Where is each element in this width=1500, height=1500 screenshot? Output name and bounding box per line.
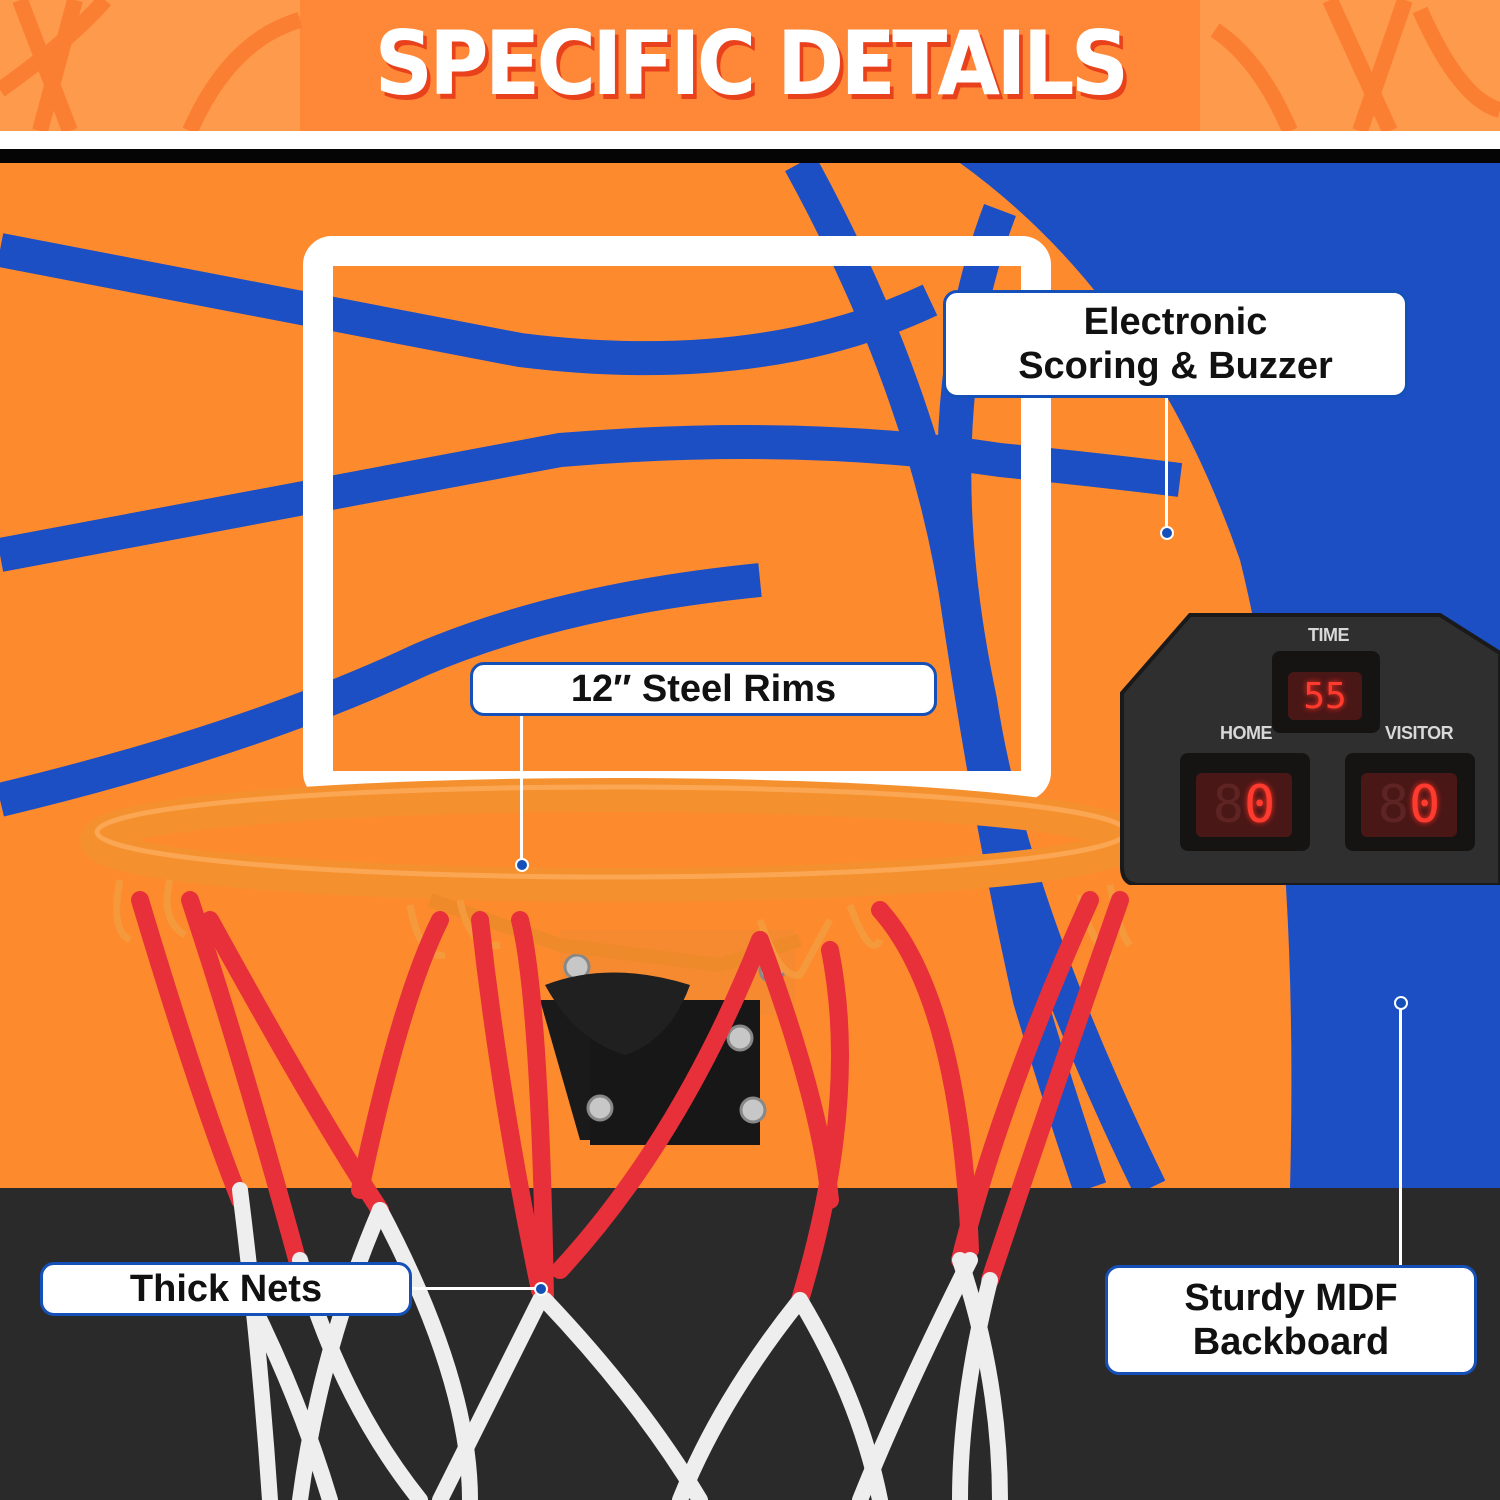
home-label: HOME [1220, 723, 1273, 743]
home-score: 0 [1244, 775, 1276, 835]
callout-scoring-line1: Electronic [1083, 301, 1268, 343]
time-display: 55 [1288, 672, 1362, 720]
divider-white [0, 131, 1500, 149]
divider-black [0, 149, 1500, 163]
callout-electronic-scoring: Electronic Scoring & Buzzer [943, 290, 1408, 398]
callout-backboard-line2: Backboard [1192, 1321, 1390, 1363]
leader-line-scoring [1165, 398, 1168, 530]
callout-steel-rims: 12″ Steel Rims [470, 662, 937, 716]
basketball-lines-decoration [0, 0, 1500, 131]
visitor-ghost-digit: 8 [1377, 775, 1409, 835]
time-label: TIME [1308, 625, 1350, 645]
pointer-dot-rims [515, 858, 529, 872]
callout-rims-label: 12″ Steel Rims [570, 668, 837, 710]
callout-nets-label: Thick Nets [129, 1268, 323, 1310]
pointer-dot-backboard [1394, 996, 1408, 1010]
time-display-frame: 55 [1272, 651, 1380, 733]
callout-backboard-line1: Sturdy MDF [1184, 1277, 1398, 1319]
visitor-score: 0 [1409, 775, 1441, 835]
visitor-label: VISITOR [1385, 723, 1454, 743]
home-ghost-digit: 8 [1212, 775, 1244, 835]
leader-line-rims [520, 716, 523, 862]
callout-thick-nets: Thick Nets [40, 1262, 412, 1316]
leader-line-nets [412, 1287, 538, 1290]
pointer-dot-nets [534, 1282, 548, 1296]
callout-mdf-backboard: Sturdy MDF Backboard [1105, 1265, 1477, 1375]
leader-line-backboard [1399, 1004, 1402, 1265]
page-title: SPECIFIC DETAILS [374, 12, 1129, 115]
callout-scoring-line2: Scoring & Buzzer [1018, 345, 1333, 387]
time-value: 55 [1303, 675, 1347, 717]
pointer-dot-scoring [1160, 526, 1174, 540]
header-banner: SPECIFIC DETAILS [0, 0, 1500, 131]
